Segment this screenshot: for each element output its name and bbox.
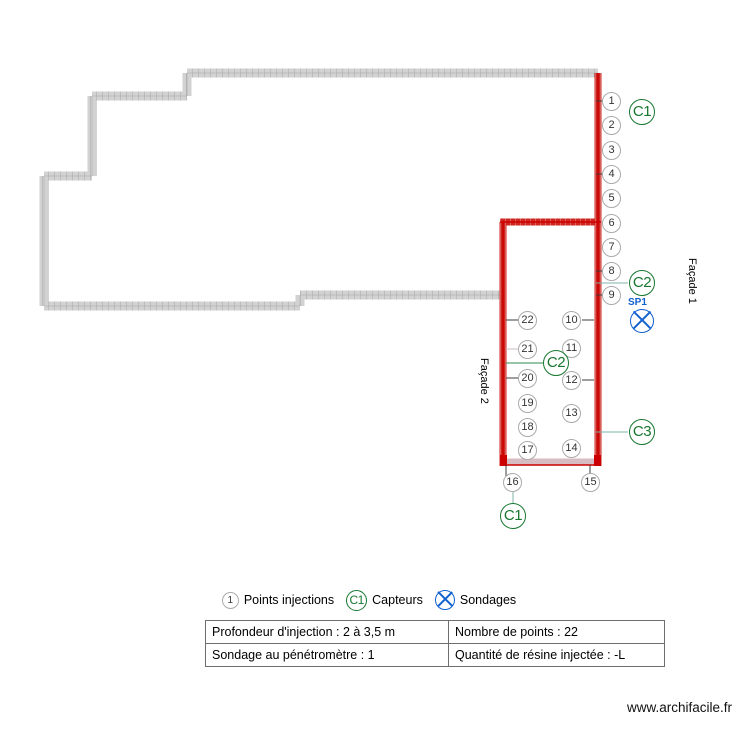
table-row: Sondage au pénétromètre : 1 Quantité de … bbox=[205, 643, 665, 667]
injection-point-18[interactable]: 18 bbox=[518, 418, 537, 437]
injection-point-4[interactable]: 4 bbox=[602, 165, 621, 184]
injection-point-2[interactable]: 2 bbox=[602, 116, 621, 135]
legend-item-sensors: C1 Capteurs bbox=[346, 589, 435, 611]
legend-item-points: 1 Points injections bbox=[221, 591, 346, 609]
sensor-c3-right[interactable]: C3 bbox=[629, 419, 655, 445]
cell-sondage-penetrometre: Sondage au pénétromètre : 1 bbox=[205, 643, 449, 667]
sensor-c2-right[interactable]: C2 bbox=[629, 270, 655, 296]
table-row: Profondeur d'injection : 2 à 3,5 m Nombr… bbox=[205, 620, 665, 644]
injection-point-13[interactable]: 13 bbox=[562, 404, 581, 423]
injection-point-8[interactable]: 8 bbox=[602, 262, 621, 281]
injection-point-3[interactable]: 3 bbox=[602, 141, 621, 160]
info-table: Profondeur d'injection : 2 à 3,5 m Nombr… bbox=[205, 620, 665, 667]
cell-nombre-points: Nombre de points : 22 bbox=[448, 620, 665, 644]
sondage-cross-icon[interactable] bbox=[630, 309, 654, 333]
legend: 1 Points injections C1 Capteurs Sondages bbox=[0, 586, 750, 614]
legend-sondage-icon bbox=[434, 590, 455, 610]
legend-points-label: Points injections bbox=[243, 593, 335, 607]
legend-item-sondages: Sondages bbox=[434, 590, 528, 610]
sensor-c1-bottom[interactable]: C1 bbox=[500, 503, 526, 529]
red-injection-zone-walls bbox=[499, 73, 602, 466]
injection-point-20[interactable]: 20 bbox=[518, 369, 537, 388]
injection-point-9[interactable]: 9 bbox=[602, 286, 621, 305]
injection-point-1[interactable]: 1 bbox=[602, 92, 621, 111]
injection-point-16[interactable]: 16 bbox=[503, 473, 522, 492]
injection-point-14[interactable]: 14 bbox=[562, 439, 581, 458]
cell-quantite-resine: Quantité de résine injectée : -L bbox=[448, 643, 665, 667]
facade-2-label: Façade 2 bbox=[478, 358, 490, 404]
sensor-connection-lines bbox=[506, 282, 628, 504]
sondage-sp1-label: SP1 bbox=[628, 297, 647, 308]
legend-sensor-icon: C1 bbox=[346, 589, 368, 611]
grey-building-outline bbox=[39, 68, 598, 311]
legend-sondages-label: Sondages bbox=[459, 593, 517, 607]
injection-point-17[interactable]: 17 bbox=[518, 441, 537, 460]
injection-point-15[interactable]: 15 bbox=[581, 473, 600, 492]
injection-point-10[interactable]: 10 bbox=[562, 311, 581, 330]
injection-point-21[interactable]: 21 bbox=[518, 340, 537, 359]
watermark: www.archifacile.fr bbox=[626, 700, 732, 715]
injection-point-22[interactable]: 22 bbox=[518, 311, 537, 330]
sensor-c2-inner[interactable]: C2 bbox=[543, 350, 569, 376]
injection-point-12[interactable]: 12 bbox=[562, 371, 581, 390]
cell-profondeur-injection: Profondeur d'injection : 2 à 3,5 m bbox=[205, 620, 449, 644]
injection-point-6[interactable]: 6 bbox=[602, 214, 621, 233]
injection-point-19[interactable]: 19 bbox=[518, 394, 537, 413]
sensor-c1-top[interactable]: C1 bbox=[629, 99, 655, 125]
facade-1-label: Façade 1 bbox=[686, 258, 698, 304]
legend-injection-point-icon: 1 bbox=[221, 591, 239, 609]
injection-point-5[interactable]: 5 bbox=[602, 189, 621, 208]
legend-sensors-label: Capteurs bbox=[372, 593, 423, 607]
injection-point-11[interactable]: 11 bbox=[562, 339, 581, 358]
injection-point-7[interactable]: 7 bbox=[602, 238, 621, 257]
